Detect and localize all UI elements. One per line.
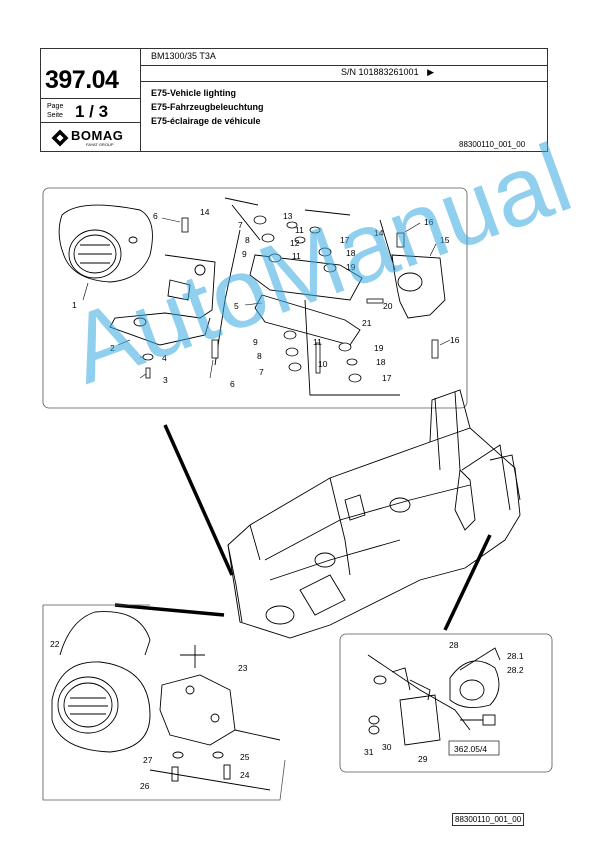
bomag-logo: BOMAG FAYAT GROUP (51, 127, 136, 149)
part-label: 11 (295, 225, 304, 235)
part-label: 17 (340, 235, 350, 245)
part-label: 2 (110, 343, 115, 353)
part-label: 23 (238, 663, 248, 673)
serial-text: S/N 101883261001 (341, 67, 419, 77)
part-label: 8 (257, 351, 262, 361)
part-label: 14 (200, 207, 210, 217)
bottom-left-frame (42, 604, 286, 801)
part-label: 13 (283, 211, 293, 221)
crossref-box (448, 740, 500, 756)
part-labels-top: 1 2 3 4 5 6 6 7 7 8 8 9 9 10 11 11 11 12… (72, 207, 460, 389)
part-label: 30 (382, 742, 392, 752)
part-label: 17 (382, 373, 392, 383)
part-label: 16 (424, 217, 434, 227)
part-label: 15 (440, 235, 450, 245)
part-label: 16 (450, 335, 460, 345)
part-labels-bottom-right: 28 28.1 28.2 29 30 31 362.05/4 (364, 640, 524, 764)
part-label: 12 (290, 238, 300, 248)
bottom-left-assembly (51, 611, 281, 791)
model-name: BM1300/35 T3A (151, 51, 216, 61)
bottom-right-frame (339, 633, 553, 773)
part-label: 9 (242, 249, 247, 259)
part-label: 11 (292, 251, 301, 261)
part-label: 28 (449, 640, 459, 650)
divider (41, 98, 140, 99)
page-fraction: 1 / 3 (75, 102, 109, 121)
serial-number: S/N 101883261001 ▶ (341, 67, 434, 78)
leader-lines (82, 217, 451, 379)
divider (140, 65, 548, 66)
title-block: BM1300/35 T3A S/N 101883261001 ▶ 397.04 … (40, 48, 548, 152)
part-label: 3 (163, 375, 168, 385)
part-label: 8 (245, 235, 250, 245)
divider (140, 81, 548, 82)
bottom-right-assembly (367, 647, 501, 746)
part-label: 28.1 (507, 651, 524, 661)
divider (140, 49, 141, 152)
part-labels-bottom-left: 22 23 24 25 26 27 (50, 639, 250, 791)
bracket-right (391, 254, 446, 319)
machine-frame (227, 389, 521, 639)
part-label: 1 (72, 300, 77, 310)
part-label: 21 (362, 318, 372, 328)
bomag-logo-icon (51, 129, 69, 147)
part-label: 5 (234, 301, 239, 311)
divider (41, 122, 140, 123)
part-label: 19 (374, 343, 384, 353)
part-label: 20 (383, 301, 393, 311)
part-label: 6 (153, 211, 158, 221)
title-fr: E75-éclairage de véhicule (151, 116, 261, 126)
part-label: 27 (143, 755, 153, 765)
top-detail-frame (42, 187, 468, 409)
part-label: 9 (253, 337, 258, 347)
part-label: 22 (50, 639, 60, 649)
page-label: Page Seite (47, 103, 64, 119)
hardware (142, 215, 439, 383)
part-label: 25 (240, 752, 250, 762)
crossref-label[interactable]: 362.05/4 (454, 744, 487, 754)
part-label: 18 (346, 248, 356, 258)
part-label: 11 (313, 337, 322, 347)
work-lamp-left (58, 204, 153, 283)
part-label: 10 (318, 359, 328, 369)
part-label: 31 (364, 747, 374, 757)
footer-reference: 88300110_001_00 (452, 813, 525, 826)
part-label: 29 (418, 754, 428, 764)
title-de: E75-Fahrzeugbeleuchtung (151, 102, 264, 112)
page-number: 397.04 (45, 66, 119, 94)
bracket-left (109, 254, 216, 346)
part-label: 4 (162, 353, 167, 363)
part-label: 18 (376, 357, 386, 367)
reference-arrows (114, 424, 492, 631)
reference-code: 88300110_001_00 (459, 140, 526, 149)
part-label: 6 (230, 379, 235, 389)
part-label: 7 (259, 367, 264, 377)
part-label: 19 (346, 262, 356, 272)
part-label: 28.2 (507, 665, 524, 675)
brand-name: BOMAG (71, 128, 124, 143)
part-label: 26 (140, 781, 150, 791)
title-en: E75-Vehicle lighting (151, 88, 237, 98)
part-label: 24 (240, 770, 250, 780)
play-arrow-icon[interactable]: ▶ (427, 67, 435, 77)
part-label: 7 (238, 220, 243, 230)
mounting-plates (214, 197, 400, 396)
brand-sub: FAYAT GROUP (86, 142, 114, 147)
part-label: 14 (374, 228, 384, 238)
